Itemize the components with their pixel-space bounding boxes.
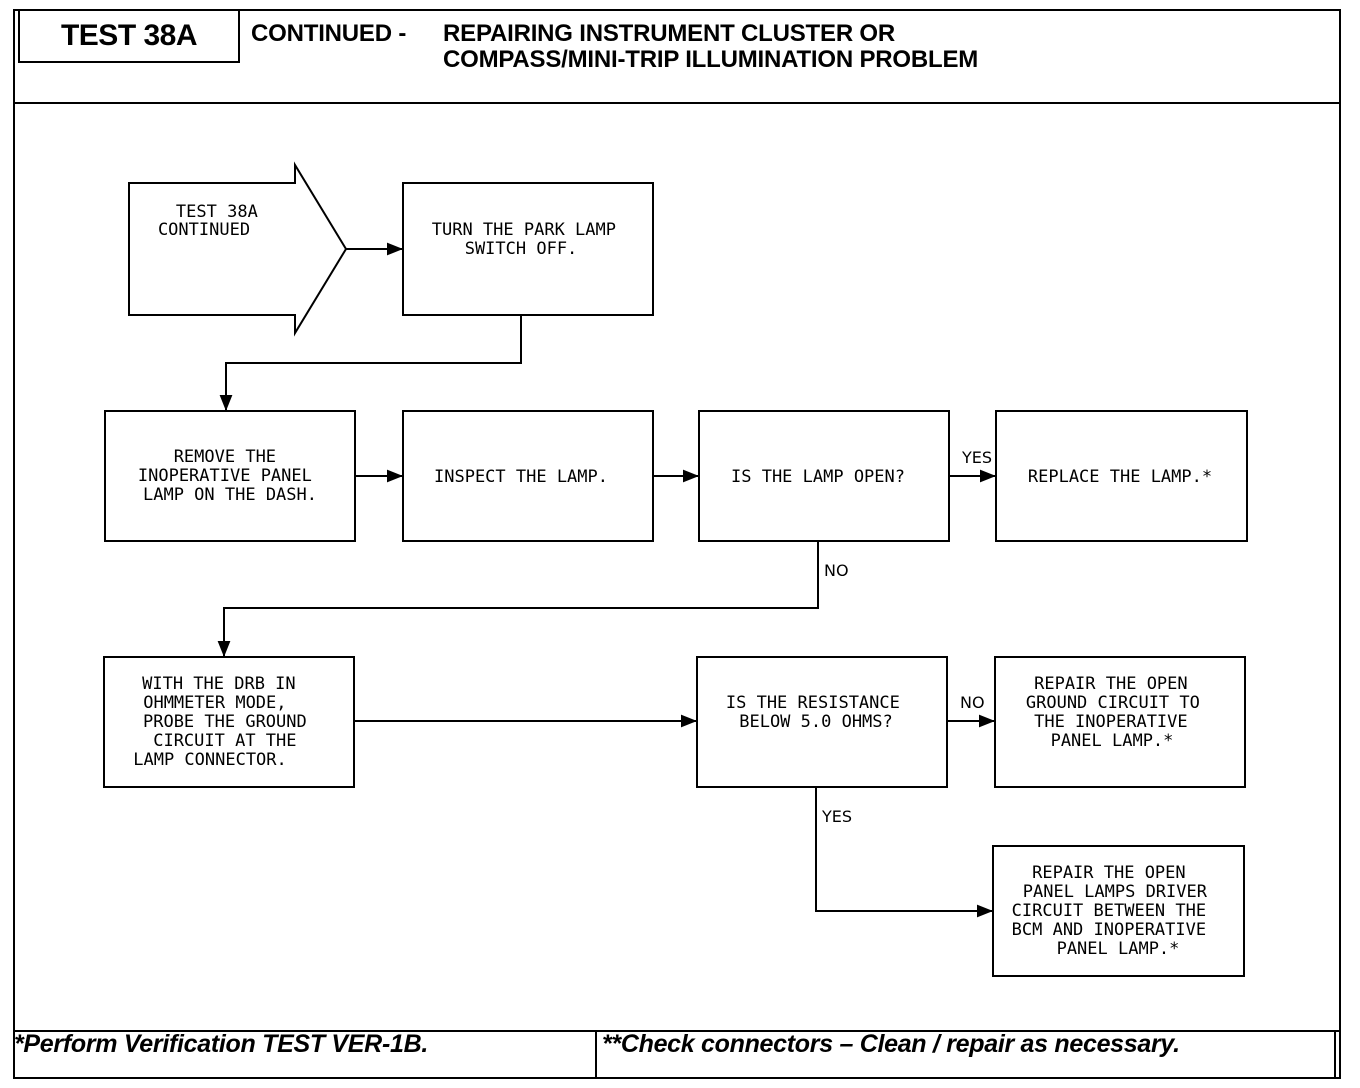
probe-ground-line: OHMMETER MODE, [143, 693, 286, 713]
probe-ground-text: WITH THE DRB IN OHMMETER MODE, PROBE THE… [133, 674, 317, 770]
header-divider [15, 102, 1339, 104]
turn-off-line: SWITCH OFF. [465, 239, 578, 259]
probe-ground-line: CIRCUIT AT THE [153, 731, 296, 751]
replace-lamp-text: REPLACE THE LAMP.* [1028, 467, 1212, 487]
repair-driver-text: REPAIR THE OPEN PANEL LAMPS DRIVER CIRCU… [1012, 863, 1218, 959]
repair-driver-line: REPAIR THE OPEN [1032, 863, 1186, 883]
probe-ground-line: WITH THE DRB IN [142, 674, 296, 694]
footer-right-edge [1334, 1030, 1336, 1079]
repair-ground-line: PANEL LAMP.* [1051, 731, 1174, 751]
turn-off-line: TURN THE PARK LAMP [432, 220, 616, 240]
title-line-1: REPAIRING INSTRUMENT CLUSTER OR [443, 20, 896, 47]
remove-lamp-line: REMOVE THE [174, 447, 276, 467]
page-frame: TEST 38A CONTINUED - REPAIRING INSTRUMENT… [13, 9, 1341, 1079]
no-label-resistance: NO [960, 693, 985, 712]
repair-driver-line: BCM AND INOPERATIVE [1012, 920, 1206, 940]
yes-label-lamp-open: YES [961, 448, 992, 467]
repair-ground-line: THE INOPERATIVE [1034, 712, 1188, 732]
lamp-open-text: IS THE LAMP OPEN? [731, 467, 905, 487]
turn-off-text: TURN THE PARK LAMP SWITCH OFF. [432, 220, 626, 259]
probe-ground-line: LAMP CONNECTOR. [133, 750, 287, 770]
probe-ground-line: PROBE THE GROUND [143, 712, 307, 732]
connector-resistance-yes [815, 787, 993, 918]
remove-lamp-line: LAMP ON THE DASH. [143, 485, 317, 505]
inspect-lamp-line: INSPECT THE LAMP. [434, 467, 608, 487]
remove-lamp-line: INOPERATIVE PANEL [138, 466, 312, 486]
title-prefix: CONTINUED - [251, 20, 407, 47]
footer-connector-note: **Check connectors – Clean / repair as n… [602, 1030, 1180, 1058]
repair-ground-text: REPAIR THE OPEN GROUND CIRCUIT TO THE IN… [1026, 674, 1210, 751]
yes-label-resistance: YES [821, 807, 852, 826]
resistance-text: IS THE RESISTANCE BELOW 5.0 OHMS? [726, 693, 910, 732]
footer-verification-note: *Perform Verification TEST VER-1B. [14, 1030, 428, 1058]
title-line-2: COMPASS/MINI-TRIP ILLUMINATION PROBLEM [443, 46, 979, 73]
test-number-label: TEST 38A [18, 11, 240, 63]
start-arrow-shape [128, 161, 348, 337]
repair-driver-line: PANEL LAMPS DRIVER [1023, 882, 1208, 902]
repair-ground-line: REPAIR THE OPEN [1034, 674, 1188, 694]
footer-separator [595, 1030, 597, 1079]
resistance-line: BELOW 5.0 OHMS? [739, 712, 893, 732]
lamp-open-line: IS THE LAMP OPEN? [731, 467, 905, 487]
connector-open-no [217, 541, 819, 657]
no-label-lamp-open: NO [824, 561, 849, 580]
resistance-line: IS THE RESISTANCE [726, 693, 900, 713]
inspect-lamp-text: INSPECT THE LAMP. [434, 467, 608, 487]
footer-divider [15, 1030, 1339, 1032]
start-line: CONTINUED [158, 220, 250, 240]
start-line: TEST 38A [176, 202, 258, 222]
repair-ground-line: GROUND CIRCUIT TO [1026, 693, 1200, 713]
page-title: CONTINUED - REPAIRING INSTRUMENT CLUSTER … [251, 21, 978, 73]
repair-driver-line: PANEL LAMP.* [1057, 939, 1180, 959]
remove-lamp-text: REMOVE THE INOPERATIVE PANEL LAMP ON THE… [138, 447, 322, 505]
repair-driver-line: CIRCUIT BETWEEN THE [1012, 901, 1206, 921]
replace-lamp-line: REPLACE THE LAMP.* [1028, 467, 1212, 487]
start-text: TEST 38A CONTINUED [158, 202, 268, 240]
connector-turnoff-to-remove [219, 315, 522, 411]
